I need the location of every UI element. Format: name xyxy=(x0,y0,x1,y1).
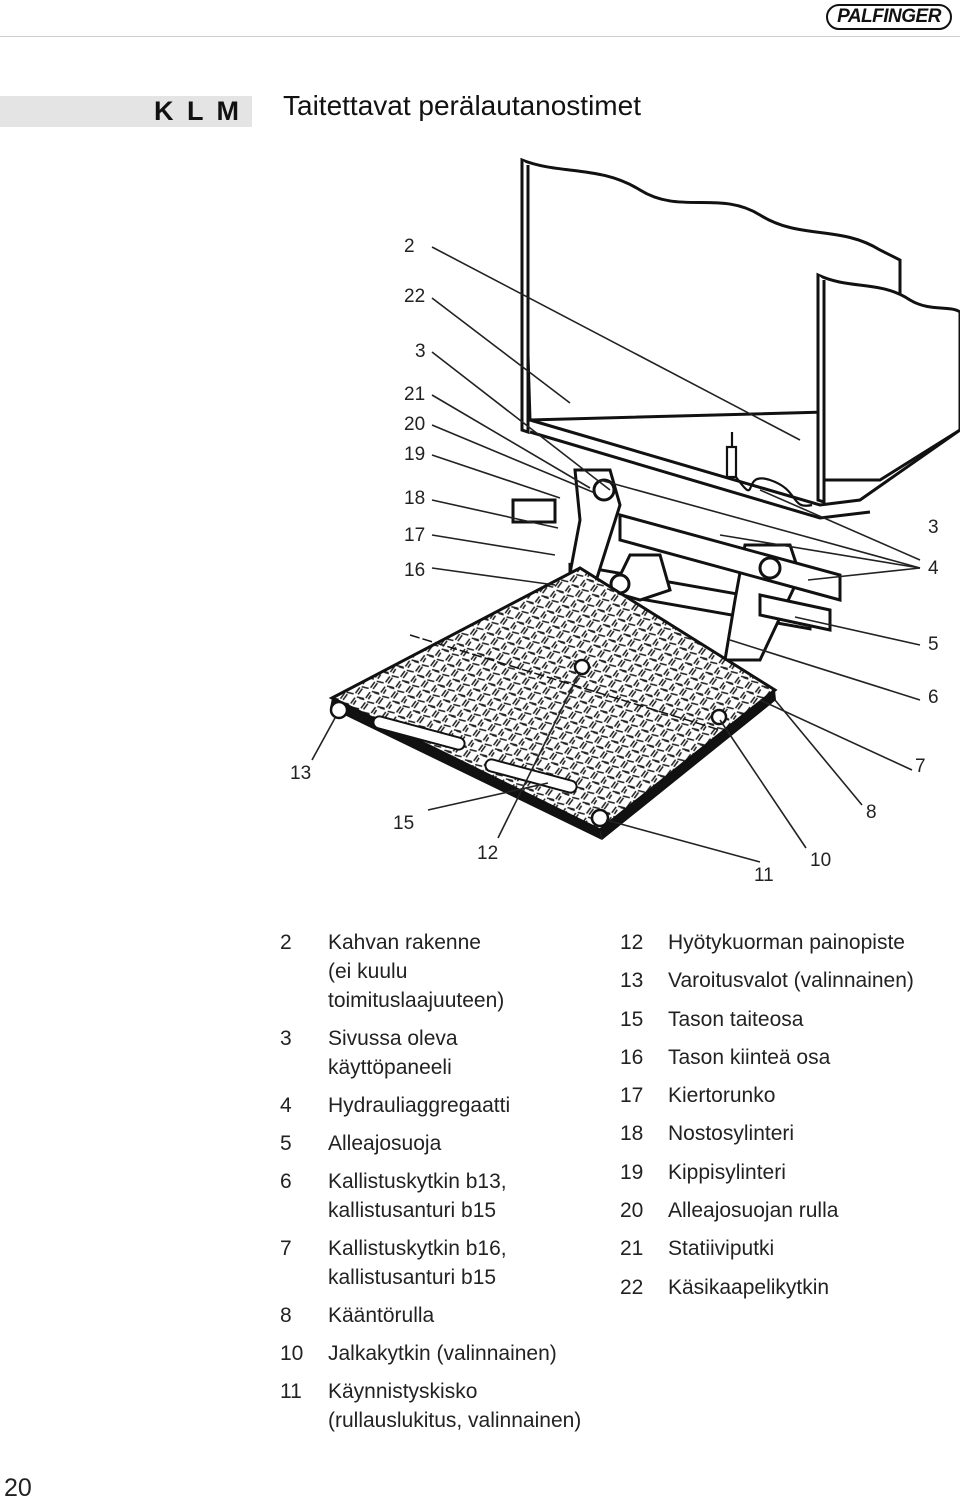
legend-item: 17 Kiertorunko xyxy=(620,1081,960,1110)
callout-4: 4 xyxy=(928,558,939,579)
callout-11: 11 xyxy=(754,865,774,886)
legend-item: 2 Kahvan rakenne (ei kuulu toimituslaaju… xyxy=(280,928,620,1015)
legend-item: 5 Alleajosuoja xyxy=(280,1129,620,1158)
legend-number: 2 xyxy=(280,931,292,954)
legend-left-column: 2 Kahvan rakenne (ei kuulu toimituslaaju… xyxy=(280,928,620,1444)
legend-description: Jalkakytkin (valinnainen) xyxy=(328,1342,557,1365)
legend-item: 7 Kallistuskytkin b16, kallistusanturi b… xyxy=(280,1234,620,1292)
callout-2: 2 xyxy=(404,236,415,257)
section-label: K L M xyxy=(154,96,242,126)
legend-description: Käynnistyskisko (rullauslukitus, valinna… xyxy=(328,1380,582,1432)
legend-number: 12 xyxy=(620,931,644,954)
callout-17: 17 xyxy=(404,525,425,546)
callout-20: 20 xyxy=(404,414,425,435)
legend-item: 21 Statiiviputki xyxy=(620,1234,960,1263)
callout-labels: 2 22 3 21 20 19 18 17 16 3 4 5 6 7 13 15… xyxy=(290,236,939,886)
legend-description: Nostosylinteri xyxy=(668,1122,795,1146)
callout-22: 22 xyxy=(404,286,425,307)
legend-item: 12 Hyötykuorman painopiste xyxy=(620,928,960,957)
tail-lift-diagram: 2 22 3 21 20 19 18 17 16 3 4 5 6 7 13 15… xyxy=(290,157,960,886)
page-title: Taitettavat perälautanostimet xyxy=(283,90,641,121)
callout-5: 5 xyxy=(928,634,939,655)
legend-number: 18 xyxy=(620,1122,644,1146)
callout-18: 18 xyxy=(404,488,425,509)
callout-16: 16 xyxy=(404,560,425,581)
callout-3-right: 3 xyxy=(928,517,939,538)
legend-description: Sivussa oleva käyttöpaneeli xyxy=(328,1027,458,1079)
legend-item: 16 Tason kiinteä osa xyxy=(620,1043,960,1072)
legend-description: Kallistuskytkin b16, kallistusanturi b15 xyxy=(328,1237,507,1289)
callout-8: 8 xyxy=(866,802,877,823)
callout-21: 21 xyxy=(404,384,425,405)
legend-number: 16 xyxy=(620,1045,644,1069)
legend-number: 3 xyxy=(280,1027,292,1050)
legend-number: 4 xyxy=(280,1094,292,1117)
legend-description: Kallistuskytkin b13, kallistusanturi b15 xyxy=(328,1170,507,1222)
legend-number: 17 xyxy=(620,1084,644,1108)
palfinger-logo: PALFINGER xyxy=(826,4,952,30)
legend-description: Alleajosuojan rulla xyxy=(668,1199,839,1223)
header-rule xyxy=(0,36,960,37)
legend-number: 13 xyxy=(620,969,644,993)
legend-number: 8 xyxy=(280,1304,292,1327)
page-number: 20 xyxy=(4,1474,32,1502)
legend-item: 4 Hydrauliaggregaatti xyxy=(280,1091,620,1120)
legend-number: 22 xyxy=(620,1275,644,1299)
legend-item: 15 Tason taiteosa xyxy=(620,1005,960,1034)
legend-number: 6 xyxy=(280,1170,292,1193)
hand-cable xyxy=(725,432,813,507)
legend-item: 3 Sivussa oleva käyttöpaneeli xyxy=(280,1024,620,1082)
legend-description: Alleajosuoja xyxy=(328,1132,442,1155)
legend-description: Tason taiteosa xyxy=(668,1007,804,1031)
legend-item: 18 Nostosylinteri xyxy=(620,1119,960,1148)
legend-description: Kiertorunko xyxy=(668,1084,776,1108)
legend-item: 6 Kallistuskytkin b13, kallistusanturi b… xyxy=(280,1167,620,1225)
legend-item: 19 Kippisylinteri xyxy=(620,1158,960,1187)
legend-number: 15 xyxy=(620,1007,644,1031)
legend-item: 11 Käynnistyskisko (rullauslukitus, vali… xyxy=(280,1377,620,1435)
legend-right-column: 12 Hyötykuorman painopiste 13 Varoitusva… xyxy=(620,928,960,1311)
legend-description: Tason kiinteä osa xyxy=(668,1045,831,1069)
callout-12: 12 xyxy=(477,843,498,864)
legend-number: 20 xyxy=(620,1199,644,1223)
platform xyxy=(328,566,778,840)
brand-name: PALFINGER xyxy=(837,6,941,27)
legend-description: Kahvan rakenne (ei kuulu toimituslaajuut… xyxy=(328,931,505,1012)
legend-description: Varoitusvalot (valinnainen) xyxy=(668,969,914,993)
legend-number: 11 xyxy=(280,1380,302,1403)
legend-description: Hyötykuorman painopiste xyxy=(668,931,905,954)
callout-7: 7 xyxy=(915,756,926,777)
legend-number: 21 xyxy=(620,1237,644,1261)
legend-description: Kippisylinteri xyxy=(668,1160,786,1184)
legend-item: 22 Käsikaapelikytkin xyxy=(620,1273,960,1302)
legend-item: 8 Kääntörulla xyxy=(280,1301,620,1330)
legend-item: 20 Alleajosuojan rulla xyxy=(620,1196,960,1225)
legend-number: 7 xyxy=(280,1237,292,1260)
legend-item: 13 Varoitusvalot (valinnainen) xyxy=(620,966,960,995)
legend-description: Käsikaapelikytkin xyxy=(668,1275,830,1299)
legend-number: 5 xyxy=(280,1132,292,1155)
legend-item: 10 Jalkakytkin (valinnainen) xyxy=(280,1339,620,1368)
legend-description: Kääntörulla xyxy=(328,1304,435,1327)
legend-number: 19 xyxy=(620,1160,644,1184)
callout-6: 6 xyxy=(928,687,939,708)
callout-13: 13 xyxy=(290,763,311,784)
legend-description: Statiiviputki xyxy=(668,1237,775,1261)
legend-description: Hydrauliaggregaatti xyxy=(328,1094,511,1117)
callout-19: 19 xyxy=(404,444,425,465)
legend-number: 10 xyxy=(280,1342,304,1365)
vehicle-body xyxy=(520,157,960,520)
leader-lines xyxy=(311,246,921,863)
callout-10: 10 xyxy=(810,850,831,871)
callout-3-top: 3 xyxy=(415,341,426,362)
section-label-band: K L M xyxy=(0,96,252,127)
callout-15: 15 xyxy=(393,813,414,834)
